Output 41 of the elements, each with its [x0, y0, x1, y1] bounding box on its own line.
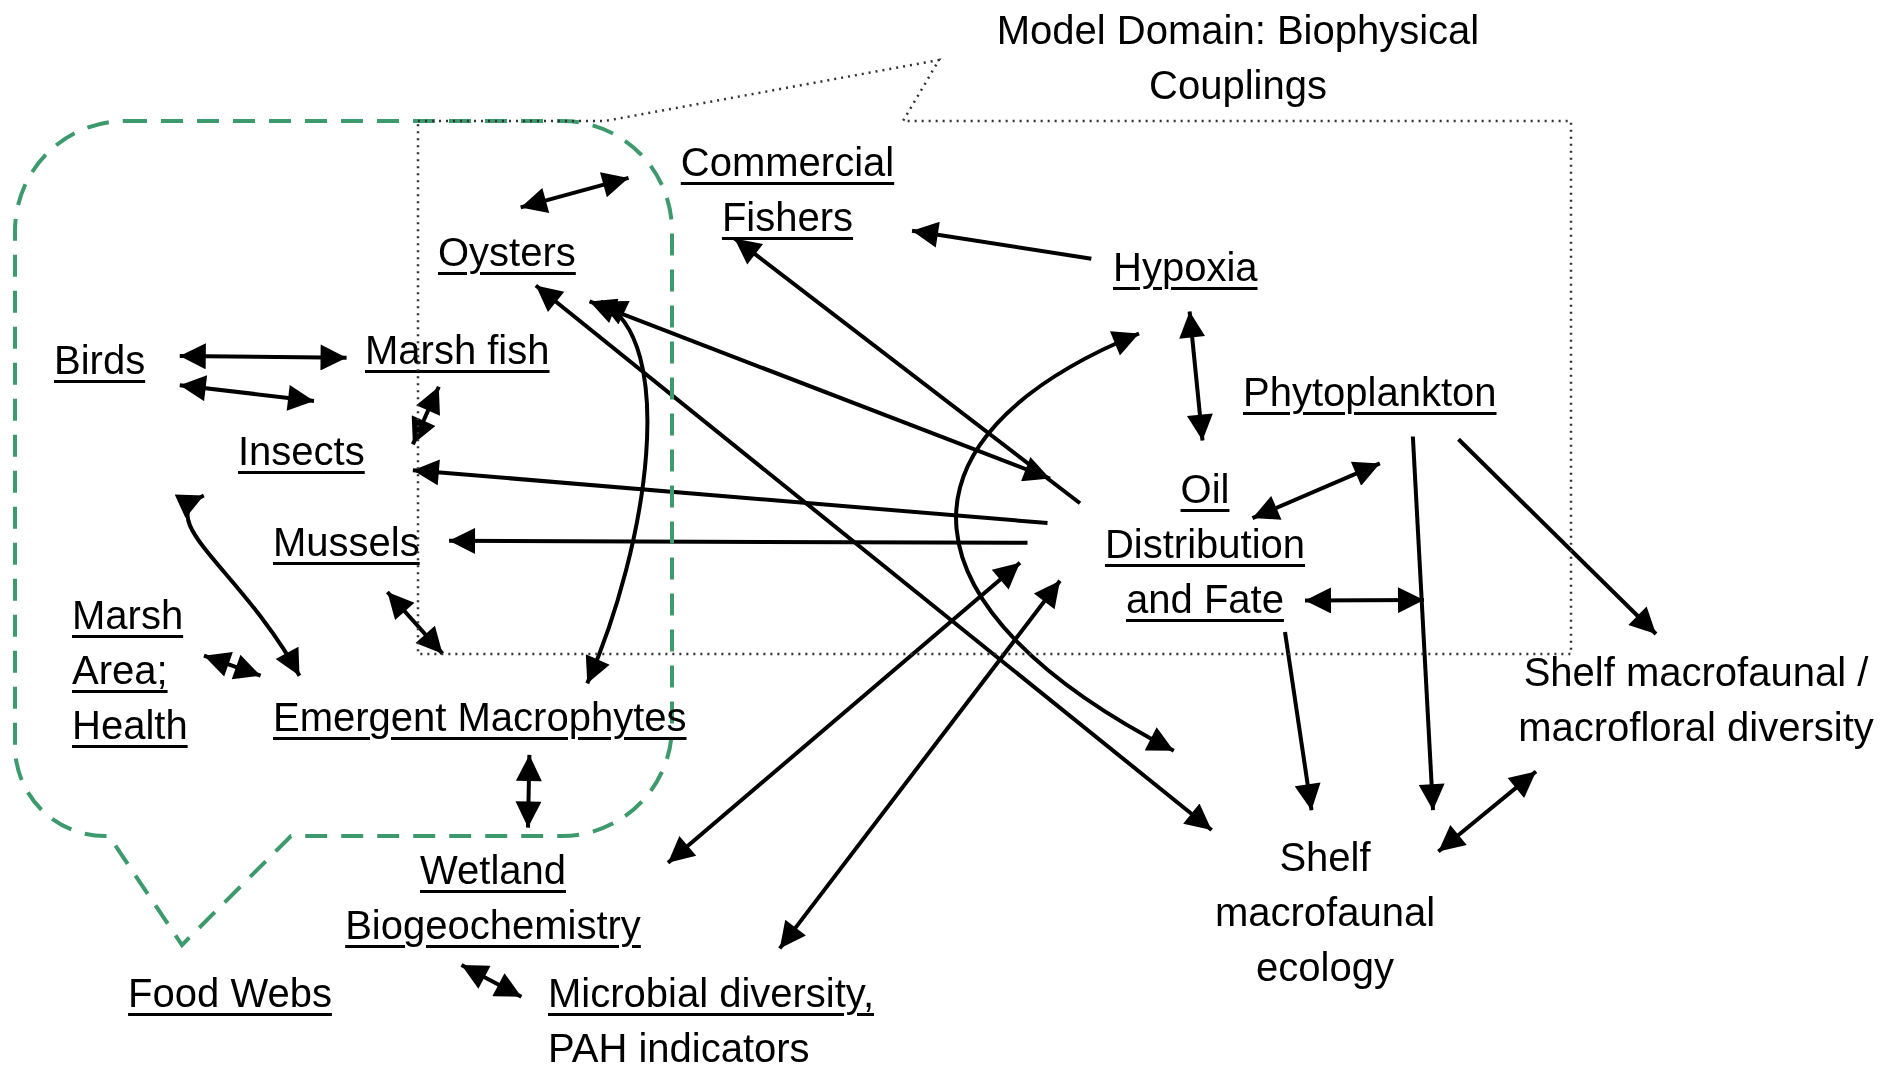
node-label: Shelf macrofaunal ecology	[1214, 835, 1436, 989]
arrow	[174, 493, 302, 677]
node-label: Wetland Biogeochemistry	[345, 848, 641, 947]
callout-title: Food Webs	[127, 970, 333, 1017]
arrow	[588, 298, 1051, 482]
arrow	[385, 590, 445, 656]
arrow	[911, 221, 1092, 261]
arrow	[1410, 436, 1445, 811]
node-label: Marsh Area; Health	[72, 593, 188, 747]
arrow	[534, 283, 1213, 832]
arrow	[778, 579, 1062, 950]
arrow	[179, 343, 347, 371]
node-label: Commercial Fishers	[680, 140, 895, 239]
arrow	[954, 331, 1175, 753]
node-label: Mussels	[273, 520, 420, 564]
node-label: Emergent Macrophytes	[273, 695, 687, 739]
node-label: Phytoplankton	[1243, 370, 1497, 414]
arrow	[1437, 769, 1538, 853]
arrow	[584, 299, 650, 685]
arrow	[1283, 631, 1321, 811]
callout-title: Model Domain: Biophysical Couplings	[995, 7, 1481, 109]
arrow	[411, 385, 441, 446]
node-label: Oysters	[438, 230, 576, 274]
node-label: Shelf macrofaunal / macrofloral diversity	[1518, 650, 1874, 749]
arrow	[666, 561, 1022, 865]
arrow	[1457, 437, 1658, 636]
node-label: Marsh fish	[365, 328, 550, 372]
arrow	[449, 527, 1028, 554]
node-label: Hypoxia	[1113, 245, 1258, 289]
arrow	[1179, 311, 1213, 441]
node-label: Oil Distribution and Fate	[1104, 467, 1306, 621]
node-label: Microbial diversity, PAH indicators	[548, 971, 874, 1067]
arrow	[1251, 461, 1381, 520]
arrow	[412, 459, 1048, 526]
node-label: Birds	[54, 338, 146, 382]
node-label: Insects	[238, 429, 365, 473]
arrow	[460, 963, 523, 999]
arrow	[515, 754, 542, 828]
arrow	[203, 652, 262, 680]
arrow	[179, 375, 315, 411]
arrow	[520, 172, 630, 214]
